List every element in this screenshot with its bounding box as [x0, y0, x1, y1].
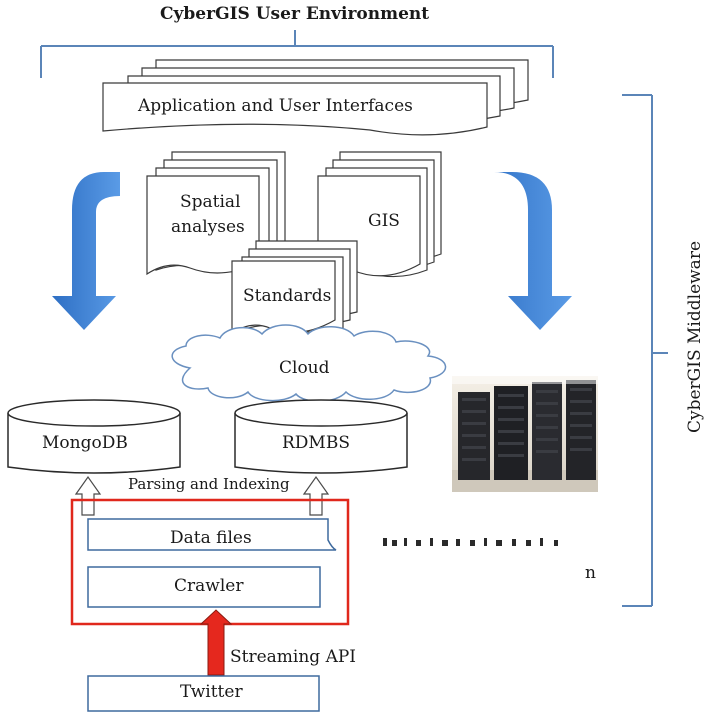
- crawler-label: Crawler: [174, 576, 244, 596]
- right-curved-arrow: [478, 172, 572, 330]
- diagram-title: CyberGIS User Environment: [160, 4, 430, 24]
- twitter-box: [87, 675, 320, 712]
- ui-doc-stack: [102, 59, 529, 136]
- hardware-caption-fragment: n: [585, 563, 596, 583]
- gis-stack: [317, 151, 442, 278]
- up-arrow-rdbms: [302, 475, 330, 516]
- streaming-api-arrow: [199, 609, 233, 676]
- spatial-analyses-label-line2: analyses: [171, 217, 245, 237]
- rdbms-cylinder: [234, 399, 408, 474]
- cloud-label: Cloud: [279, 358, 330, 378]
- cloud-shape: [171, 324, 447, 402]
- mongodb-label: MongoDB: [42, 433, 128, 453]
- middleware-bracket: [622, 94, 668, 607]
- crawler-box: [87, 566, 321, 608]
- spatial-analyses-stack: [146, 151, 286, 276]
- supercomputer-image: [452, 376, 598, 492]
- middleware-label: CyberGIS Middleware: [685, 240, 705, 433]
- twitter-label: Twitter: [180, 682, 243, 702]
- left-curved-arrow: [52, 172, 120, 330]
- streaming-api-label: Streaming API: [230, 647, 357, 667]
- hidden-caption-strokes: [383, 538, 558, 546]
- spatial-analyses-label-line1: Spatial: [180, 192, 241, 212]
- up-arrow-mongodb: [74, 475, 102, 516]
- gis-label: GIS: [368, 211, 400, 231]
- standards-label: Standards: [243, 286, 332, 306]
- user-environment-bracket: [40, 30, 554, 78]
- ui-layer-label: Application and User Interfaces: [138, 96, 413, 116]
- parsing-indexing-label: Parsing and Indexing: [128, 475, 290, 493]
- mongodb-cylinder: [7, 399, 181, 474]
- data-files-label: Data files: [170, 528, 252, 548]
- standards-stack: [231, 240, 358, 336]
- data-files-box: [87, 518, 337, 551]
- rdbms-label: RDMBS: [282, 433, 350, 453]
